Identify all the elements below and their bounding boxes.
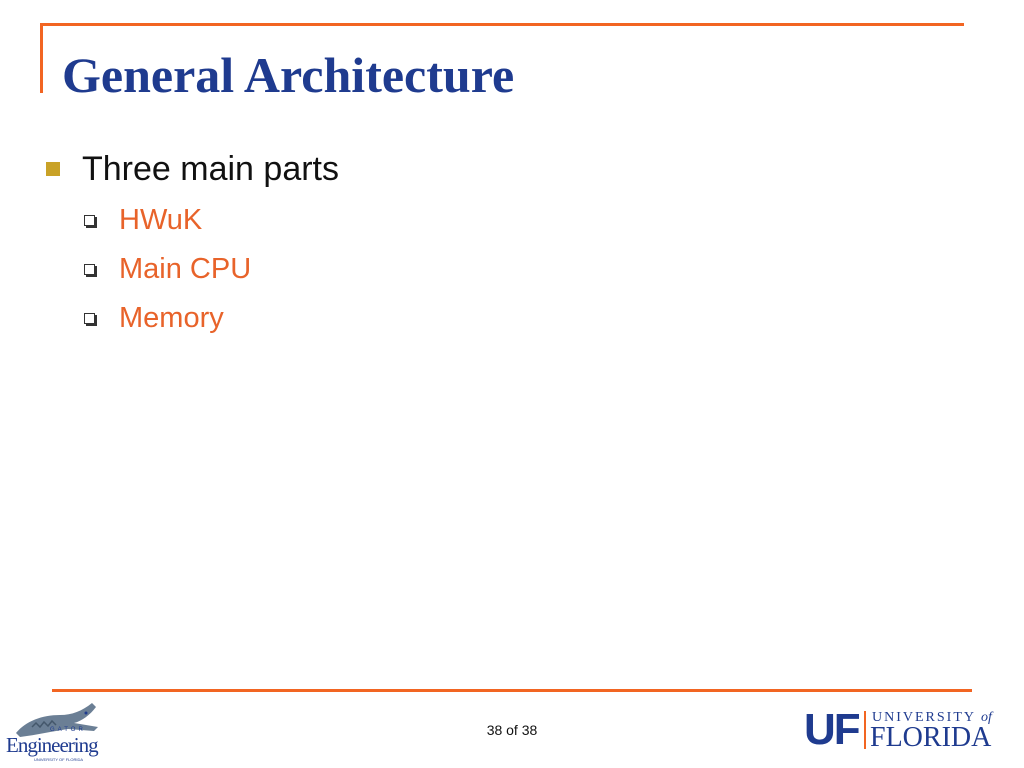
sub-item: Memory: [84, 298, 224, 338]
uf-of-word: of: [980, 710, 992, 725]
gator-engineering-logo: GATOR Engineering UNIVERSITY OF FLORIDA: [2, 693, 110, 767]
sub-item-text: Memory: [119, 301, 224, 334]
hollow-square-bullet-icon: [84, 312, 95, 324]
hollow-square-bullet-icon: [84, 214, 95, 226]
footer-divider: [52, 689, 972, 692]
square-bullet-icon: [46, 162, 60, 176]
gator-subtext: UNIVERSITY OF FLORIDA: [34, 757, 84, 762]
sub-item: HWuK: [84, 200, 202, 240]
hollow-square-bullet-icon: [84, 263, 95, 275]
uf-logo: UF UNIVERSITY of FLORIDA: [804, 707, 1008, 753]
uf-monogram: UF: [804, 705, 861, 754]
slide-title: General Architecture: [62, 47, 515, 103]
engineering-wordmark: Engineering: [6, 733, 99, 757]
title-frame-top: [40, 23, 964, 26]
bullet-item: Three main parts: [46, 147, 339, 191]
sub-item-text: Main CPU: [119, 252, 252, 285]
page-number: 38 of 38: [486, 722, 538, 738]
sub-item: Main CPU: [84, 249, 251, 289]
uf-florida-text: FLORIDA: [870, 722, 992, 753]
uf-university-word: UNIVERSITY: [872, 710, 976, 725]
uf-logo-divider: [864, 711, 866, 749]
bullet-text: Three main parts: [82, 149, 339, 188]
title-frame-left: [40, 23, 43, 93]
sub-item-text: HWuK: [119, 203, 203, 236]
gator-icon: [16, 703, 98, 737]
gator-text: GATOR: [50, 727, 86, 733]
uf-university-text: UNIVERSITY of: [872, 710, 992, 726]
